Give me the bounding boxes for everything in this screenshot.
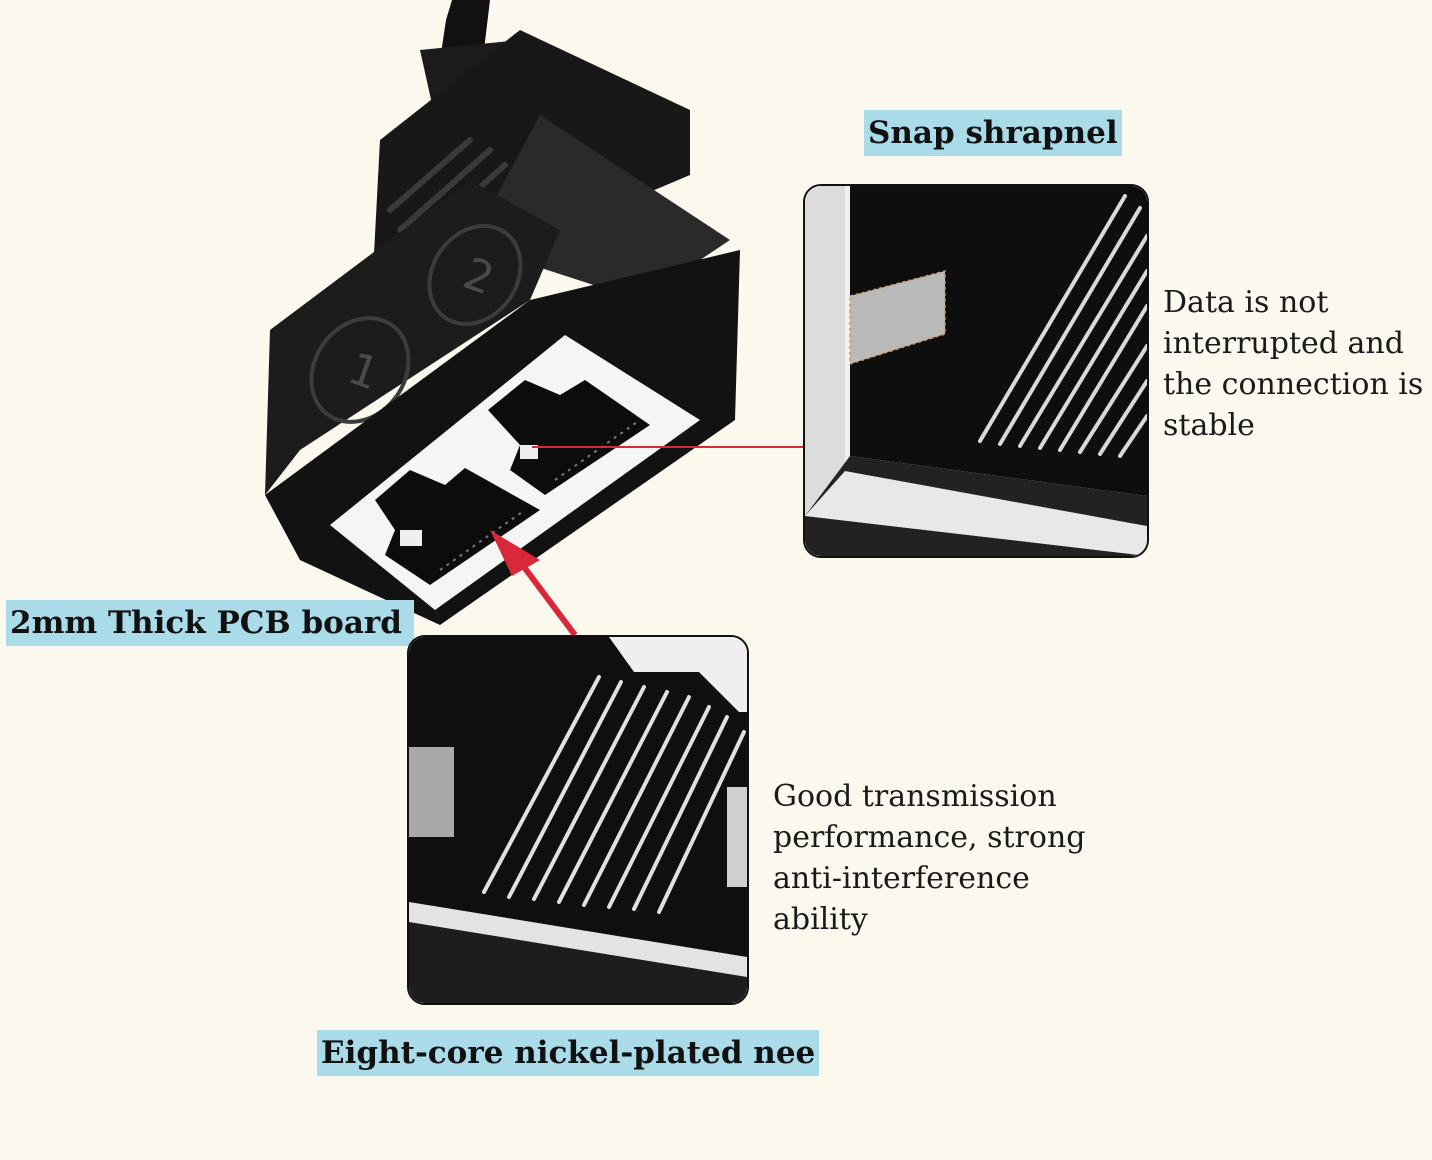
pointer-arrow-head (490, 530, 540, 576)
rj45-port-1 (375, 468, 540, 585)
description-line: stable (1163, 408, 1255, 443)
snap-shrapnel-label: Snap shrapnel (864, 110, 1122, 156)
snap-shrapnel-metal-tab (849, 270, 946, 366)
right-side-tab (727, 787, 747, 887)
description-line: anti-interference (773, 861, 1030, 896)
contact-pins (978, 194, 1147, 458)
description-line: the connection is (1163, 367, 1424, 402)
snap-shrapnel-detail-panel (803, 184, 1149, 558)
stable-connection-description: Data is not interrupted and the connecti… (1163, 282, 1423, 446)
description-line: Good transmission (773, 779, 1057, 814)
description-line: Data is not (1163, 285, 1329, 320)
pcb-board-label: 2mm Thick PCB board (6, 600, 414, 646)
front-left-face (265, 180, 560, 495)
description-line: performance, strong (773, 820, 1086, 855)
port-number-1-badge (309, 316, 411, 424)
description-line: ability (773, 902, 868, 937)
description-line: interrupted and (1163, 326, 1404, 361)
transmission-description: Good transmission performance, strong an… (773, 776, 1085, 940)
contact-needle-detail-panel (407, 635, 749, 1005)
port-2-snap (520, 445, 538, 459)
rj45-port-2 (488, 380, 650, 495)
port-1-snap (400, 530, 422, 546)
eight-core-needles (482, 675, 746, 914)
port-number-2-badge (427, 224, 523, 326)
side-snap-tab (409, 747, 454, 837)
needle-label: Eight-core nickel-plated nee (317, 1030, 820, 1076)
